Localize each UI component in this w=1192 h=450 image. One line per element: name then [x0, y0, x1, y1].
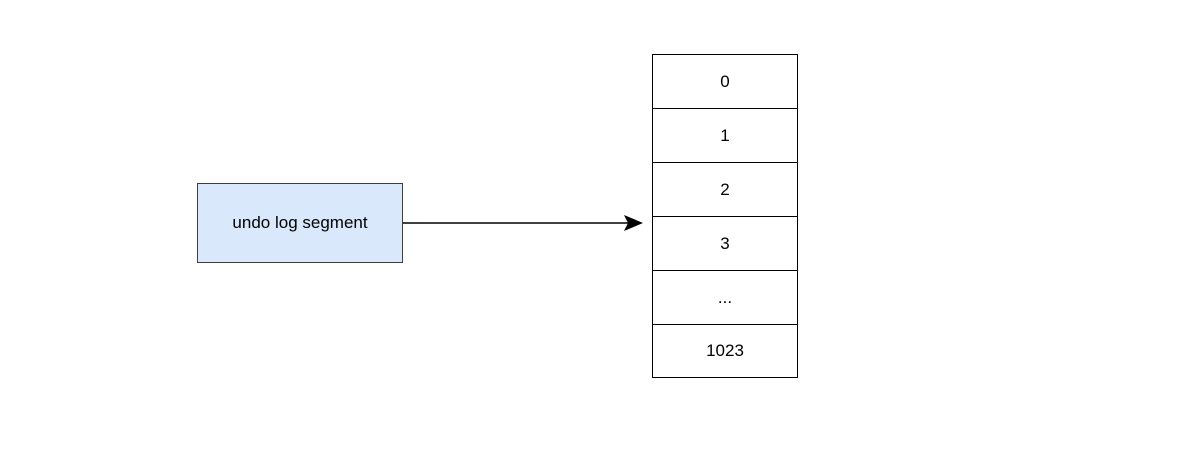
undo-slot-label: 1023 [706, 341, 744, 360]
undo-slot-label: 2 [720, 179, 730, 199]
undo-slot-label: ... [717, 287, 733, 307]
undo-slot-label: 1 [720, 125, 730, 145]
undo-slot: 2 [653, 163, 797, 217]
undo-log-segment-box: undo log segment [197, 183, 403, 263]
undo-slot-label: 0 [720, 71, 730, 91]
undo-slot: 1 [653, 109, 797, 163]
undo-slot: 1023 [653, 325, 797, 377]
undo-slot: ... [653, 271, 797, 325]
undo-slot-label: 3 [720, 233, 730, 253]
undo-slot-stack: 0 1 2 3 ... 1023 [652, 54, 798, 378]
arrow-head-icon [624, 215, 643, 231]
undo-slot: 0 [653, 55, 797, 109]
undo-log-segment-label: undo log segment [232, 213, 368, 232]
undo-slot: 3 [653, 217, 797, 271]
